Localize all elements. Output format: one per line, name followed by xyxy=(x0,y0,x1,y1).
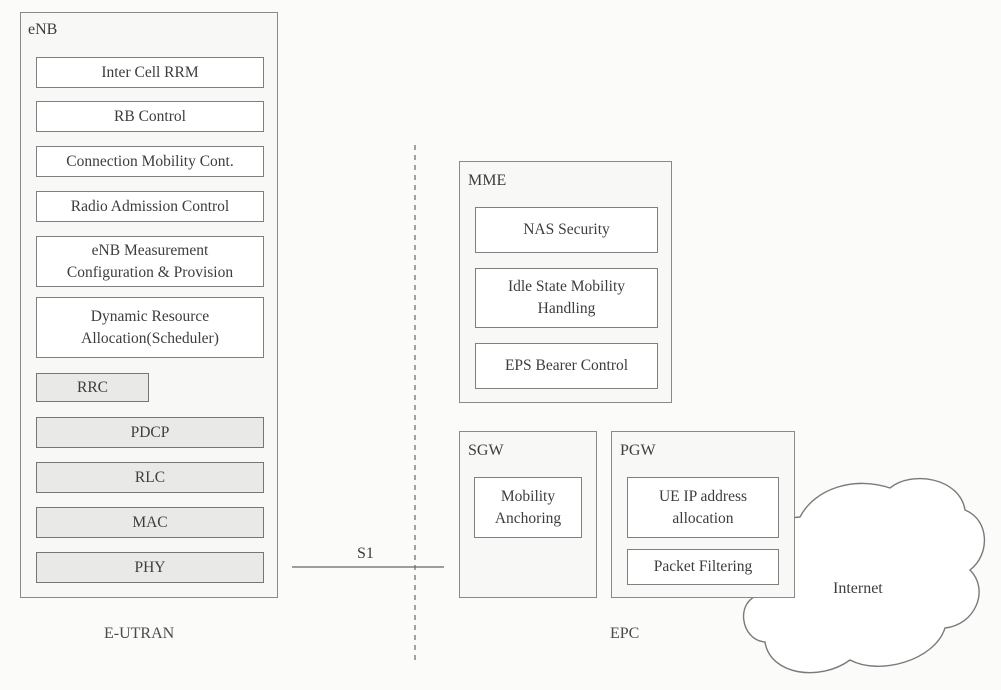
pgw-container: PGW UE IP address allocation Packet Filt… xyxy=(611,431,795,598)
internet-cloud xyxy=(743,477,986,674)
enb-container: eNB Inter Cell RRM RB Control Connection… xyxy=(20,12,278,598)
sgw-function-mobility-anchoring: Mobility Anchoring xyxy=(474,477,582,538)
mme-title: MME xyxy=(468,172,507,189)
enb-function-inter-cell-rrm: Inter Cell RRM xyxy=(36,57,264,88)
enb-layer-rrc: RRC xyxy=(36,373,149,402)
s1-interface-label: S1 xyxy=(357,545,374,562)
pgw-function-ue-ip-allocation: UE IP address allocation xyxy=(627,477,779,538)
enb-function-rb-control: RB Control xyxy=(36,101,264,132)
internet-label: Internet xyxy=(833,580,883,597)
sgw-container: SGW Mobility Anchoring xyxy=(459,431,597,598)
region-label-epc: EPC xyxy=(610,625,640,642)
sgw-title: SGW xyxy=(468,442,504,459)
enb-layer-phy: PHY xyxy=(36,552,264,583)
enb-function-radio-admission: Radio Admission Control xyxy=(36,191,264,222)
pgw-title: PGW xyxy=(620,442,656,459)
enb-function-scheduler: Dynamic Resource Allocation(Scheduler) xyxy=(36,297,264,358)
enb-function-measurement-config: eNB Measurement Configuration & Provisio… xyxy=(36,236,264,287)
mme-function-nas-security: NAS Security xyxy=(475,207,658,253)
mme-function-idle-state-mobility: Idle State Mobility Handling xyxy=(475,268,658,328)
enb-layer-rlc: RLC xyxy=(36,462,264,493)
enb-layer-mac: MAC xyxy=(36,507,264,538)
mme-function-eps-bearer: EPS Bearer Control xyxy=(475,343,658,389)
mme-container: MME NAS Security Idle State Mobility Han… xyxy=(459,161,672,403)
enb-function-connection-mobility: Connection Mobility Cont. xyxy=(36,146,264,177)
enb-layer-pdcp: PDCP xyxy=(36,417,264,448)
enb-title: eNB xyxy=(28,21,58,38)
region-label-e-utran: E-UTRAN xyxy=(104,625,175,642)
pgw-function-packet-filtering: Packet Filtering xyxy=(627,549,779,585)
